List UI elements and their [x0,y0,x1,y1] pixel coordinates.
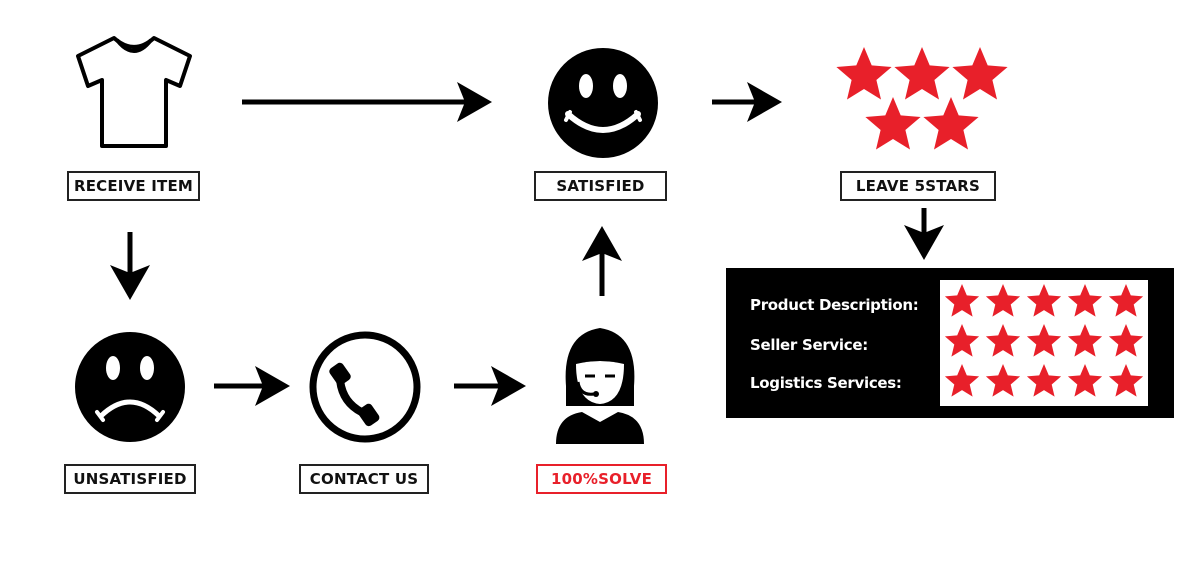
unsatisfied-label: UNSATISFIED [64,464,196,494]
rating-star [1067,284,1103,317]
rating-star [985,324,1021,357]
rating-star [1108,284,1144,317]
rating-label-product-description: Product Description: [750,296,919,314]
satisfied-label: SATISFIED [534,171,667,201]
stars-cluster-icon [836,47,1008,150]
rating-label-logistics-services: Logistics Services: [750,374,902,392]
cluster-star [952,47,1008,100]
rating-star [1026,364,1062,397]
receive-item-label: RECEIVE ITEM [67,171,200,201]
rating-star [944,284,980,317]
cluster-star [894,47,950,100]
cluster-star [836,47,892,100]
rating-star [985,364,1021,397]
leave-5stars-label: LEAVE 5STARS [840,171,996,201]
rating-star [985,284,1021,317]
tshirt-icon [76,36,192,148]
rating-star [944,324,980,357]
rating-star [1108,324,1144,357]
sad-face-icon [75,332,185,442]
cluster-star [923,97,979,150]
rating-star [1067,364,1103,397]
rating-star [1026,284,1062,317]
rating-stars-box [940,280,1148,406]
rating-star [1026,324,1062,357]
happy-face-icon [548,48,658,158]
contact-us-label: CONTACT US [299,464,429,494]
rating-star [1108,364,1144,397]
rating-star [1067,324,1103,357]
cluster-star [865,97,921,150]
ratings-panel: Product Description: Seller Service: Log… [726,268,1174,418]
rating-star [944,364,980,397]
solve-label: 100%SOLVE [536,464,667,494]
phone-icon [309,331,421,443]
rating-label-seller-service: Seller Service: [750,336,868,354]
support-agent-icon [556,328,644,444]
